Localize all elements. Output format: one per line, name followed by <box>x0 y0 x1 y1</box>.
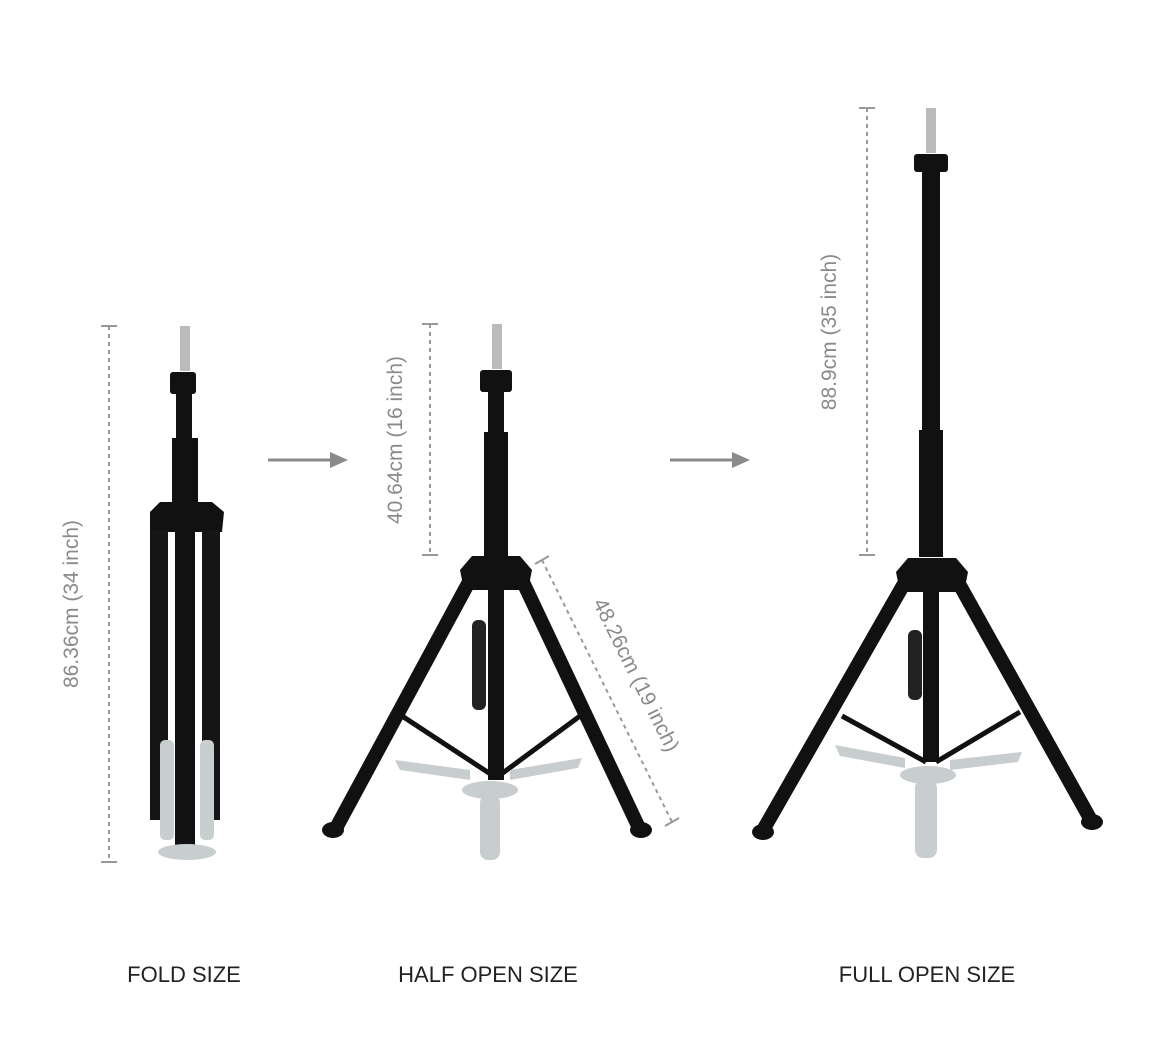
full-open-stand-image <box>752 108 1103 858</box>
full-dimension-line <box>859 107 875 556</box>
half-open-size-caption: HALF OPEN SIZE <box>398 962 578 987</box>
fold-size-caption: FOLD SIZE <box>127 962 241 987</box>
full-dimension-label: 88.9cm (35 inch) <box>818 254 841 410</box>
folded-stand-image <box>150 326 224 860</box>
arrow-right-icon <box>268 452 348 468</box>
half-dimension-label: 40.64cm (16 inch) <box>384 356 407 524</box>
half-open-stand-image <box>322 324 652 860</box>
half-dimension-line <box>422 323 438 556</box>
full-open-size-caption: FULL OPEN SIZE <box>838 962 1016 987</box>
fold-dimension-label: 86.36cm (34 inch) <box>60 520 83 688</box>
arrow-right-icon <box>670 452 750 468</box>
leg-dimension-label: 48.26cm (19 inch) <box>588 595 683 756</box>
fold-dimension-line <box>101 325 117 863</box>
leg-dimension-line <box>534 555 680 827</box>
